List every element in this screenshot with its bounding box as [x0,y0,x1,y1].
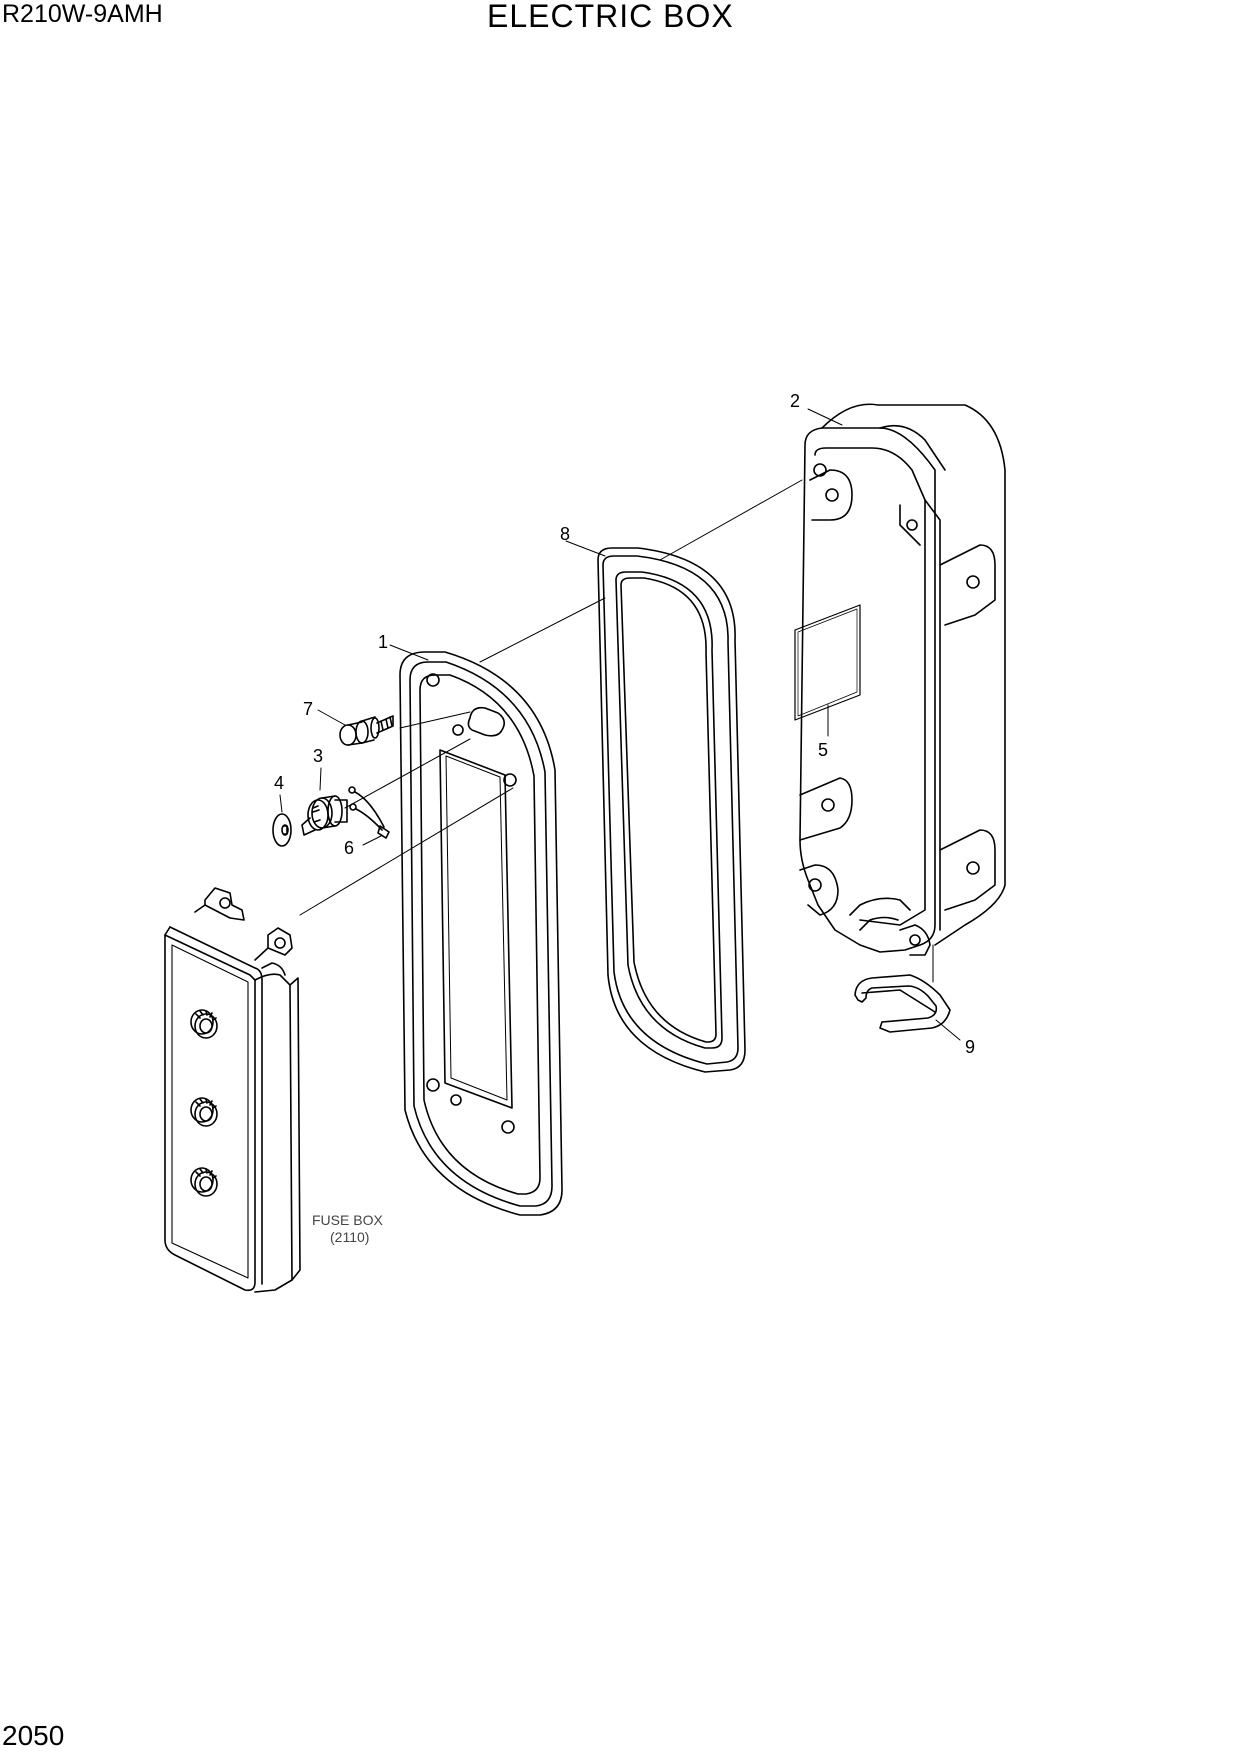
fuse-knob-middle [190,1097,218,1127]
callout-6: 6 [344,838,354,858]
fuse-box-ref-code: (2110) [330,1229,369,1245]
frame-part-1 [399,651,563,1216]
callout-5: 5 [818,740,828,760]
fuse-box-label: FUSE BOX [312,1212,383,1228]
fuse-knob-top [190,1009,218,1039]
callout-4: 4 [274,773,284,793]
callout-7: 7 [303,699,313,719]
page-title: ELECTRIC BOX [487,0,734,34]
callout-8: 8 [560,524,570,544]
callout-3: 3 [313,746,323,766]
callout-9: 9 [965,1037,975,1057]
housing-part-2 [794,403,1006,956]
gasket-part-8 [597,547,746,1073]
lock-part-3 [301,795,348,836]
fuse-box [164,887,301,1293]
bolt-part-7 [339,715,394,746]
callout-1: 1 [378,632,388,652]
assembly-lines [299,479,934,983]
leader-lines [279,408,961,1041]
fuse-knob-bottom [190,1167,218,1197]
label-plate-part-5 [794,604,861,721]
bracket-part-9 [854,974,951,1033]
page-number: 2050 [2,1720,65,1751]
model-code: R210W-9AMH [2,0,163,28]
callout-2: 2 [790,391,800,411]
washer-part-4 [272,813,292,847]
